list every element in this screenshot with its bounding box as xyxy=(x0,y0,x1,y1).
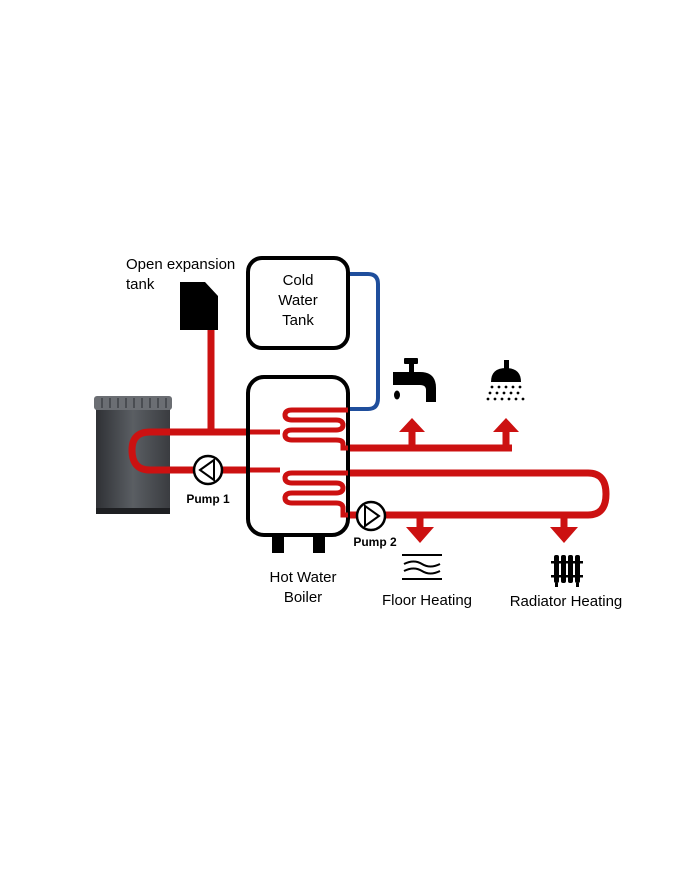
radiator-arrow xyxy=(550,527,578,543)
pump-2-icon xyxy=(355,500,387,532)
shower-arrow xyxy=(493,418,519,432)
tap-arrow xyxy=(399,418,425,432)
tap-icon xyxy=(393,358,436,402)
pump-2-label: Pump 2 xyxy=(353,535,397,549)
radiator-heating-label: Radiator Heating xyxy=(509,593,623,610)
pump-1-label: Pump 1 xyxy=(186,492,230,506)
boiler-coils xyxy=(250,407,348,518)
cold-tank-label-line2: Water xyxy=(278,292,318,309)
expansion-tank-label-line2: tank xyxy=(126,276,155,293)
floor-heating-arrow xyxy=(406,527,434,543)
cold-tank-label-line1: Cold xyxy=(282,272,314,289)
radiator-icon xyxy=(551,555,583,587)
boiler-label-line1: Hot Water xyxy=(269,569,337,586)
expansion-tank-label-line1: Open expansion xyxy=(126,256,236,273)
shower-icon xyxy=(486,360,525,401)
expansion-tank-icon xyxy=(180,282,218,330)
pump-1-icon xyxy=(192,454,224,486)
boiler-label-line2: Boiler xyxy=(283,589,323,606)
floor-heating-icon xyxy=(402,554,442,580)
floor-heating-label: Floor Heating xyxy=(381,592,473,609)
cold-water-tank xyxy=(246,256,350,350)
cold-tank-label-line3: Tank xyxy=(282,312,314,329)
hot-pipes xyxy=(128,330,610,528)
cold-water-pipe xyxy=(348,272,380,411)
hot-water-boiler xyxy=(246,375,350,553)
